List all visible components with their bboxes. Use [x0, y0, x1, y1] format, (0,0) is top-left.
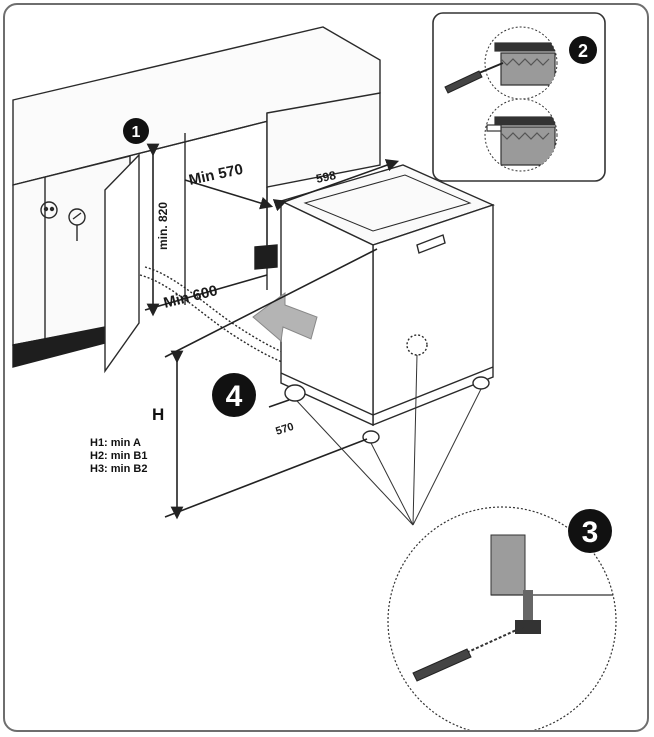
installation-diagram: min. 820 Min 570 Min 600 598 570	[12, 12, 617, 730]
svg-text:4: 4	[226, 380, 243, 413]
detail-3-panel	[387, 506, 617, 730]
cabinet-door	[104, 153, 140, 374]
svg-text:3: 3	[582, 516, 599, 549]
svg-text:2: 2	[578, 41, 588, 61]
screwdriver-icon	[444, 62, 504, 94]
legend-h2: H2: min B1	[90, 450, 148, 462]
height-legend: H1: min A H2: min B1 H3: min B2	[90, 437, 147, 476]
socket-icon	[40, 201, 58, 219]
legend-h1: H1: min A	[90, 437, 141, 449]
dishwasher-foot	[284, 384, 306, 402]
svg-text:1: 1	[132, 124, 141, 141]
dishwasher-handle	[416, 234, 446, 254]
step-badge-2: 2	[569, 36, 597, 64]
step-badge-1: 1	[123, 118, 149, 144]
diagram-frame: min. 820 Min 570 Min 600 598 570	[3, 3, 649, 732]
screwdriver-icon	[412, 648, 472, 682]
dim-line-600	[144, 274, 268, 311]
dimension-lines	[144, 143, 400, 520]
label-598: 598	[315, 168, 338, 186]
legend-h3: H3: min B2	[90, 463, 148, 475]
leader-lines	[296, 354, 482, 526]
step-badge-4: 4	[212, 373, 256, 417]
dishwasher	[279, 164, 495, 444]
adjustment-screw-marker	[406, 334, 428, 356]
drain-hose	[144, 266, 296, 358]
step-badge-3: 3	[568, 509, 612, 553]
height-label: H	[152, 405, 165, 424]
countertop	[12, 26, 381, 186]
kitchen-cabinets	[12, 26, 381, 374]
dim-line-570	[184, 179, 274, 210]
label-min-570: Min 570	[187, 161, 244, 189]
dim-line-598	[272, 159, 400, 212]
label-820: min. 820	[156, 202, 170, 250]
label-570-small: 570	[274, 421, 295, 438]
detail-2-panel	[432, 12, 606, 182]
